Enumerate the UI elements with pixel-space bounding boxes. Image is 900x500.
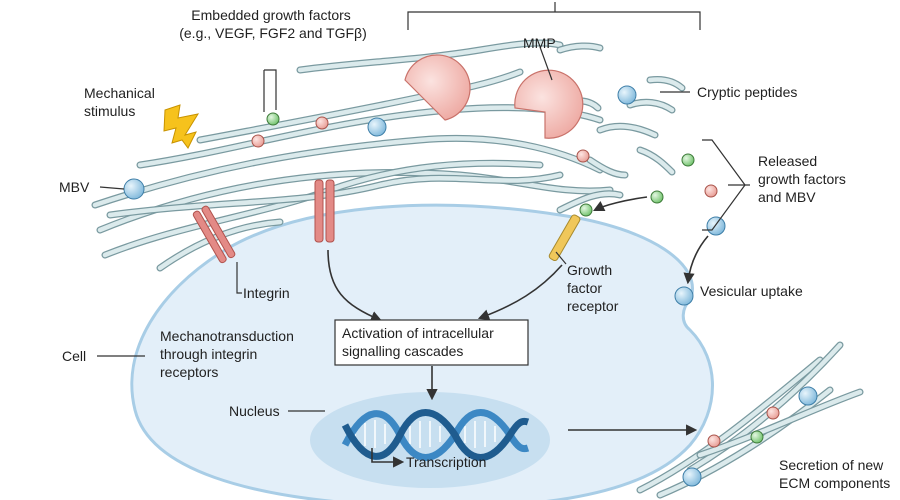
embedded-mbv <box>367 117 387 137</box>
mbv-icon <box>123 178 145 200</box>
mechano-label-line2: through integrin <box>160 346 257 362</box>
released-label-line1: Released <box>758 153 817 169</box>
secretion-label: Secretion of new ECM components <box>779 457 890 491</box>
growth-factor-receptor-label: Growth factor receptor <box>567 262 619 314</box>
cryptic-peptides-label: Cryptic peptides <box>697 84 797 100</box>
mechanical-stimulus-label: Mechanical stimulus <box>84 85 159 119</box>
released-mbv <box>706 216 726 236</box>
gfr-signal-arrow <box>477 264 563 321</box>
mechano-label-line1: Mechanotransduction <box>160 328 294 344</box>
new-ecm-components <box>636 341 864 499</box>
activation-label: Activation of intracellular signalling c… <box>342 325 498 359</box>
activation-box <box>334 319 529 366</box>
nucleus-label: Nucleus <box>229 403 280 419</box>
cryptic-mbv <box>617 85 637 105</box>
mbv-label: MBV <box>59 179 90 195</box>
released-growth-factor-green-2 <box>650 190 664 204</box>
gfr-leader <box>555 251 567 265</box>
growth-factor-receptor-icon <box>548 203 593 262</box>
released-label-line3: and MBV <box>758 189 816 205</box>
integrin-leader <box>236 262 242 294</box>
mbv-leader <box>99 186 125 190</box>
dna-helix-icon <box>341 409 530 461</box>
integrin-receptor-2-icon <box>314 179 335 243</box>
activation-label-line2: signalling cascades <box>342 343 463 359</box>
gfr-label-line3: receptor <box>567 298 619 314</box>
embedded-leader <box>263 69 277 112</box>
mechanotransduction-label: Mechanotransduction through integrin rec… <box>160 328 298 380</box>
gfr-label-line1: Growth <box>567 262 612 278</box>
released-growth-factor-pink <box>704 184 718 198</box>
embedded-growth-factor-pink-2 <box>315 116 329 130</box>
released-label-line2: growth factors <box>758 171 846 187</box>
mmp-leader <box>539 46 553 81</box>
transcription-label: Transcription <box>406 454 486 470</box>
released-label: Released growth factors and MBV <box>758 153 850 205</box>
integrin-signal-arrow <box>327 249 383 322</box>
integrin-receptor-icon <box>192 205 236 264</box>
vesicular-mbv <box>674 286 694 306</box>
vesicular-uptake-label: Vesicular uptake <box>700 283 803 299</box>
mechanical-label-line2: stimulus <box>84 103 135 119</box>
uptake-arrow <box>683 235 709 285</box>
top-bracket <box>407 2 701 30</box>
integrin-label: Integrin <box>243 285 290 301</box>
embedded-growth-factor-green <box>266 112 280 126</box>
gfr-label-line2: factor <box>567 280 602 296</box>
transcription-arrow <box>371 448 405 468</box>
mechano-label-line3: receptors <box>160 364 218 380</box>
embedded-label: Embedded growth factors (e.g., VEGF, FGF… <box>179 7 367 41</box>
mmp-label: MMP <box>523 35 556 51</box>
embedded-label-line2: (e.g., VEGF, FGF2 and TGFβ) <box>179 25 367 41</box>
mmp-icon <box>404 54 584 139</box>
embedded-label-line1: Embedded growth factors <box>191 7 351 23</box>
lightning-icon <box>163 104 200 149</box>
mechanical-label-line1: Mechanical <box>84 85 155 101</box>
embedded-growth-factor-pink <box>251 134 265 148</box>
release-arrow <box>592 196 648 212</box>
cell-label: Cell <box>62 348 86 364</box>
secretion-label-line1: Secretion of new <box>779 457 884 473</box>
released-pink-small <box>576 149 590 163</box>
released-growth-factor-green <box>681 153 695 167</box>
activation-label-line1: Activation of intracellular <box>342 325 494 341</box>
secretion-label-line2: ECM components <box>779 475 890 491</box>
